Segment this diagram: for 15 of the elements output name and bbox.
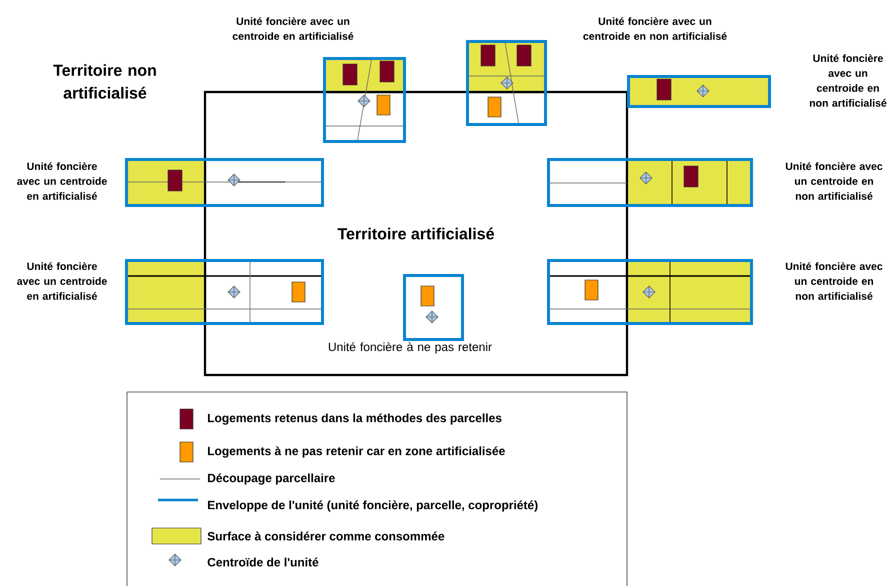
area-label: Unité foncière avec un centroide en non artificialisé <box>786 262 882 300</box>
legend-text: Logements retenus dans la méthodes des parcelles <box>208 413 502 425</box>
area-label: Unité foncière avec un centroide en non artificialisé <box>786 162 882 200</box>
legend-text: Surface à considérer comme consommée <box>208 532 444 540</box>
legend-text: Logements à ne pas retenir car en zone artificialisée <box>208 446 505 458</box>
area-label: Unité foncière avec un centroide en artificialisé <box>17 262 107 300</box>
legend-text: Centroïde de l'unité <box>208 558 318 566</box>
area-label: Unité foncière à ne pas retenir <box>328 342 492 354</box>
area-label: Unité foncière avec un centroide en non artificialisé <box>810 54 886 107</box>
area-label: Unité foncière avec un centroide en artificialisé <box>17 162 107 200</box>
area-label: Unité foncière avec un centroide en artificialisé <box>232 17 354 40</box>
area-label: Unité foncière avec un centroide en non artificialisé <box>583 17 727 40</box>
area-label: Territoire non artificialisé <box>53 64 156 99</box>
legend-text: Découpage parcellaire <box>208 473 335 485</box>
legend-text: Enveloppe de l'unité (unité foncière, parcelle, copropriété) <box>208 500 538 512</box>
